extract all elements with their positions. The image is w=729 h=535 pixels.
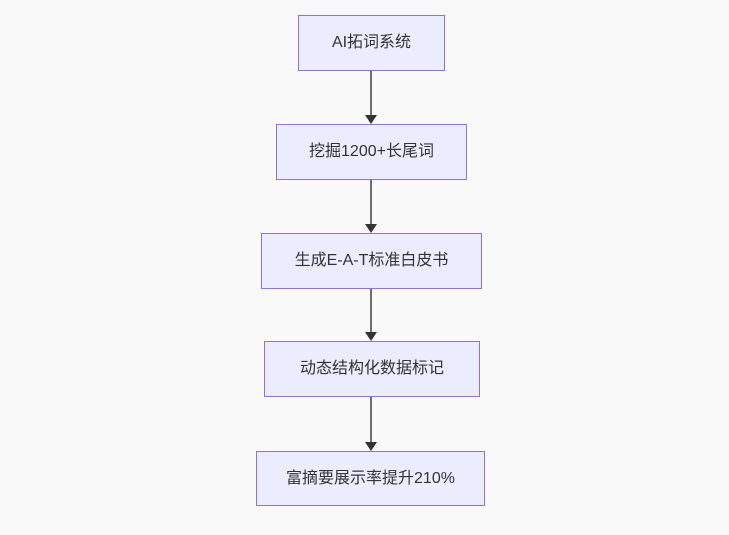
arrowhead-down-icon: [364, 115, 377, 124]
arrow-line: [369, 180, 372, 224]
arrow-line: [369, 289, 372, 332]
arrow-line: [369, 397, 372, 442]
flow-node-ai-word-expansion-system: AI拓词系统: [298, 15, 445, 71]
flow-node-eat-whitepaper: 生成E-A-T标准白皮书: [261, 233, 482, 289]
flow-node-label: AI拓词系统: [331, 34, 412, 51]
flow-arrow-2: [364, 180, 377, 233]
flow-node-label: 生成E-A-T标准白皮书: [294, 252, 449, 269]
flow-node-label: 挖掘1200+长尾词: [309, 143, 434, 160]
flow-node-label: 富摘要展示率提升210%: [286, 469, 455, 487]
arrow-line: [369, 71, 372, 115]
arrowhead-down-icon: [364, 442, 377, 451]
flow-node-longtail-keywords: 挖掘1200+长尾词: [276, 124, 467, 180]
flow-arrow-1: [364, 71, 377, 124]
flow-arrow-4: [364, 397, 377, 451]
flow-node-rich-snippet-rate: 富摘要展示率提升210%: [256, 451, 485, 506]
arrowhead-down-icon: [364, 224, 377, 233]
flow-node-structured-data-markup: 动态结构化数据标记: [264, 341, 480, 397]
arrowhead-down-icon: [364, 332, 377, 341]
flow-node-label: 动态结构化数据标记: [299, 360, 444, 377]
flow-arrow-3: [364, 289, 377, 341]
